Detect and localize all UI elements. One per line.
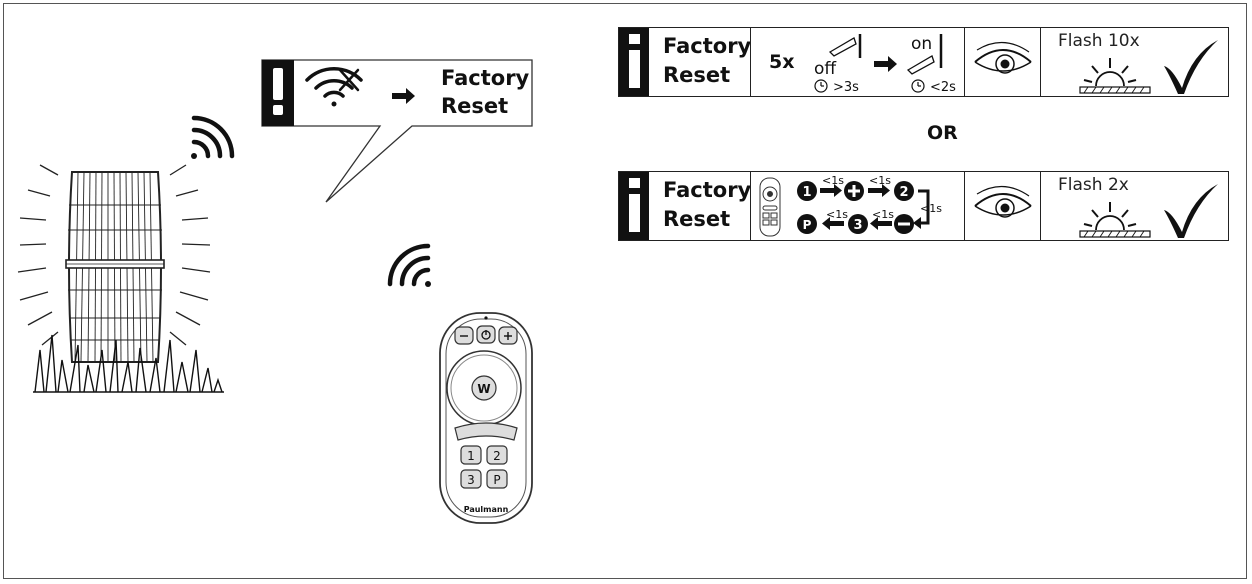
remote-power-button[interactable] [476, 325, 496, 344]
wifi-signal-icon [387, 243, 431, 287]
clock-icon [814, 79, 828, 93]
svg-text:1: 1 [802, 185, 811, 200]
arrow-left-icon [822, 217, 844, 230]
on-time: <2s [930, 80, 956, 95]
svg-text:2: 2 [493, 449, 501, 463]
svg-text:P: P [803, 218, 812, 232]
info-icon [619, 172, 649, 240]
method2-title-line1: Factory [663, 178, 752, 202]
remote-button-2[interactable]: 2 [486, 445, 508, 465]
reset-method-remote-row: Factory Reset 1 <1s <1s 2 <1s [618, 171, 1229, 241]
clock-icon [911, 79, 925, 93]
remote-button-1[interactable]: 1 [460, 445, 482, 465]
on-label: on [911, 34, 932, 54]
remote-w-button[interactable]: W [471, 375, 497, 401]
method2-title-line2: Reset [663, 207, 731, 231]
svg-text:3: 3 [853, 218, 862, 233]
switch-on-icon [906, 34, 943, 75]
delay-label: <1s [920, 202, 942, 215]
step-3-badge: 3 [848, 214, 868, 234]
warning-bubble: Factory Reset [261, 59, 533, 203]
page-frame [3, 3, 1247, 579]
flash-label: Flash 2x [1058, 175, 1129, 195]
svg-text:1: 1 [467, 449, 475, 463]
wifi-signal-icon [191, 115, 235, 159]
remote-sequence: 1 <1s <1s 2 <1s <1s 3 <1s P [759, 174, 942, 237]
step-p-badge: P [797, 214, 817, 234]
light-rays [17, 164, 211, 346]
arrow-right-icon [874, 56, 897, 72]
plus-button-badge [844, 181, 864, 201]
method1-title-line2: Reset [663, 63, 731, 87]
reset-method-switch-row: Factory Reset 5x off >3s on <2s [618, 27, 1229, 97]
flashing-light-icon [1079, 202, 1151, 238]
flash-result [1079, 184, 1218, 238]
remote-slider[interactable] [454, 422, 518, 441]
switch-off-icon [828, 34, 862, 58]
svg-text:W: W [477, 382, 490, 396]
garden-lamp-icon [65, 171, 165, 363]
press-count: 5x [769, 51, 794, 73]
exclamation-icon [273, 68, 283, 115]
flashing-light-icon [1079, 58, 1151, 94]
warning-title-line2: Reset [441, 94, 508, 118]
arrow-right-icon [820, 184, 842, 197]
off-time: >3s [833, 80, 859, 95]
arrow-right-icon [868, 184, 890, 197]
wifi-off-icon [305, 66, 363, 107]
method1-title-line1: Factory [663, 34, 752, 58]
remote-brand-logo: Paulmann [464, 505, 509, 514]
info-icon [619, 28, 649, 96]
checkmark-icon [1164, 184, 1218, 238]
delay-label: <1s [872, 208, 894, 221]
warning-title-line1: Factory [441, 66, 530, 90]
mini-remote-icon [759, 177, 781, 237]
remote-minus-button[interactable] [454, 326, 474, 345]
svg-text:2: 2 [899, 185, 908, 200]
flash-result [1079, 40, 1218, 94]
illustration: Factory Reset W 1 [17, 59, 533, 524]
grass-icon [33, 334, 224, 393]
flash-label: Flash 10x [1058, 31, 1140, 51]
delay-label: <1s [826, 208, 848, 221]
arrow-right-icon [392, 88, 415, 104]
step-2-badge: 2 [894, 181, 914, 201]
or-separator: OR [927, 122, 958, 144]
remote-button-p[interactable]: P [486, 469, 508, 489]
off-label: off [814, 59, 837, 79]
step-1-badge: 1 [797, 181, 817, 201]
remote-control: W 1 2 3 P Paulmann [439, 312, 533, 524]
svg-text:P: P [493, 473, 500, 487]
remote-plus-button[interactable] [498, 326, 518, 345]
eye-icon [974, 41, 1032, 74]
remote-button-3[interactable]: 3 [460, 469, 482, 489]
arrow-left-icon [870, 217, 892, 230]
delay-label: <1s [869, 174, 891, 187]
eye-icon [974, 185, 1032, 218]
minus-button-badge [894, 214, 914, 234]
checkmark-icon [1164, 40, 1218, 94]
svg-text:3: 3 [467, 473, 475, 487]
delay-label: <1s [822, 174, 844, 187]
switch-sequence: 5x off >3s on <2s [769, 34, 956, 95]
